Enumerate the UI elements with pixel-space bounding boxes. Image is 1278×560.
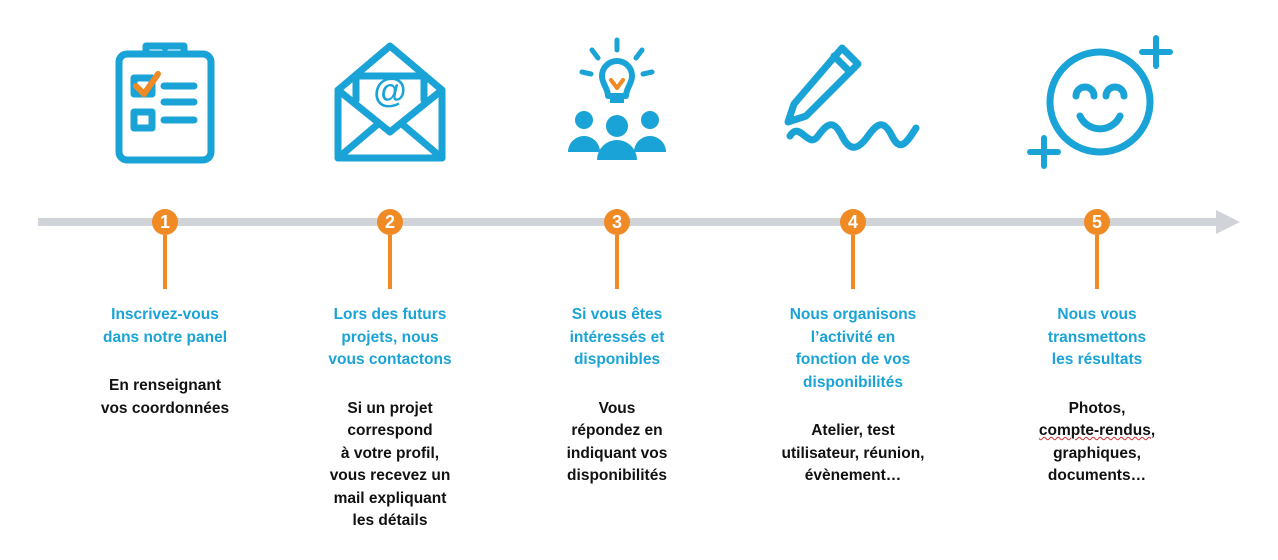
step-4-marker: 4: [840, 209, 866, 235]
step-3-description: Vous répondez en indiquant vos disponibi…: [566, 399, 668, 485]
step-4-stem: [851, 235, 855, 289]
idea-group-icon: [562, 36, 672, 162]
step-4-text: Nous organisons l’activité en fonction d…: [753, 304, 953, 488]
step-3-marker: 3: [604, 209, 630, 235]
step-5-description-line: compte-rendus,: [1038, 422, 1156, 439]
step-4-title: Nous organisons l’activité en fonction d…: [789, 306, 917, 391]
step-5-description: Photos, compte-rendus, graphiques, docum…: [997, 398, 1197, 488]
step-3-title: Si vous êtes intéressés et disponibles: [569, 306, 665, 368]
step-1-description: En renseignant vos coordonnées: [100, 377, 230, 417]
envelope-at-icon: @: [332, 40, 448, 164]
step-5-text: Nous vous transmettons les résultats Pho…: [997, 304, 1197, 488]
step-2-stem: [388, 235, 392, 289]
step-1-stem: [163, 235, 167, 289]
clipboard-checklist-icon: [112, 38, 218, 166]
step-4-description: Atelier, test utilisateur, réunion, évèn…: [781, 422, 925, 484]
step-5-description-line: Photos,: [1068, 399, 1126, 417]
step-3-text: Si vous êtes intéressés et disponibles V…: [517, 304, 717, 488]
step-5-title: Nous vous transmettons les résultats: [1047, 306, 1147, 368]
step-5-marker: 5: [1084, 209, 1110, 235]
pen-signature-icon: [782, 40, 922, 156]
step-2-marker: 2: [377, 209, 403, 235]
timeline-arrow-head: [1216, 210, 1240, 234]
step-2-description: Si un projet correspond à votre profil, …: [329, 399, 451, 530]
smiley-sparkle-icon: [1024, 30, 1174, 170]
step-5-description-line: graphiques,: [1053, 444, 1141, 462]
step-1-marker: 1: [152, 209, 178, 235]
step-5-description-line: documents…: [1047, 467, 1147, 484]
step-1-text: Inscrivez-vous dans notre panel En rense…: [65, 304, 265, 420]
step-3-stem: [615, 235, 619, 289]
step-2-title: Lors des futurs projets, nous vous conta…: [328, 306, 452, 368]
step-1-title: Inscrivez-vous dans notre panel: [102, 306, 228, 346]
step-2-text: Lors des futurs projets, nous vous conta…: [290, 304, 490, 533]
step-5-stem: [1095, 235, 1099, 289]
svg-text:@: @: [373, 72, 406, 110]
